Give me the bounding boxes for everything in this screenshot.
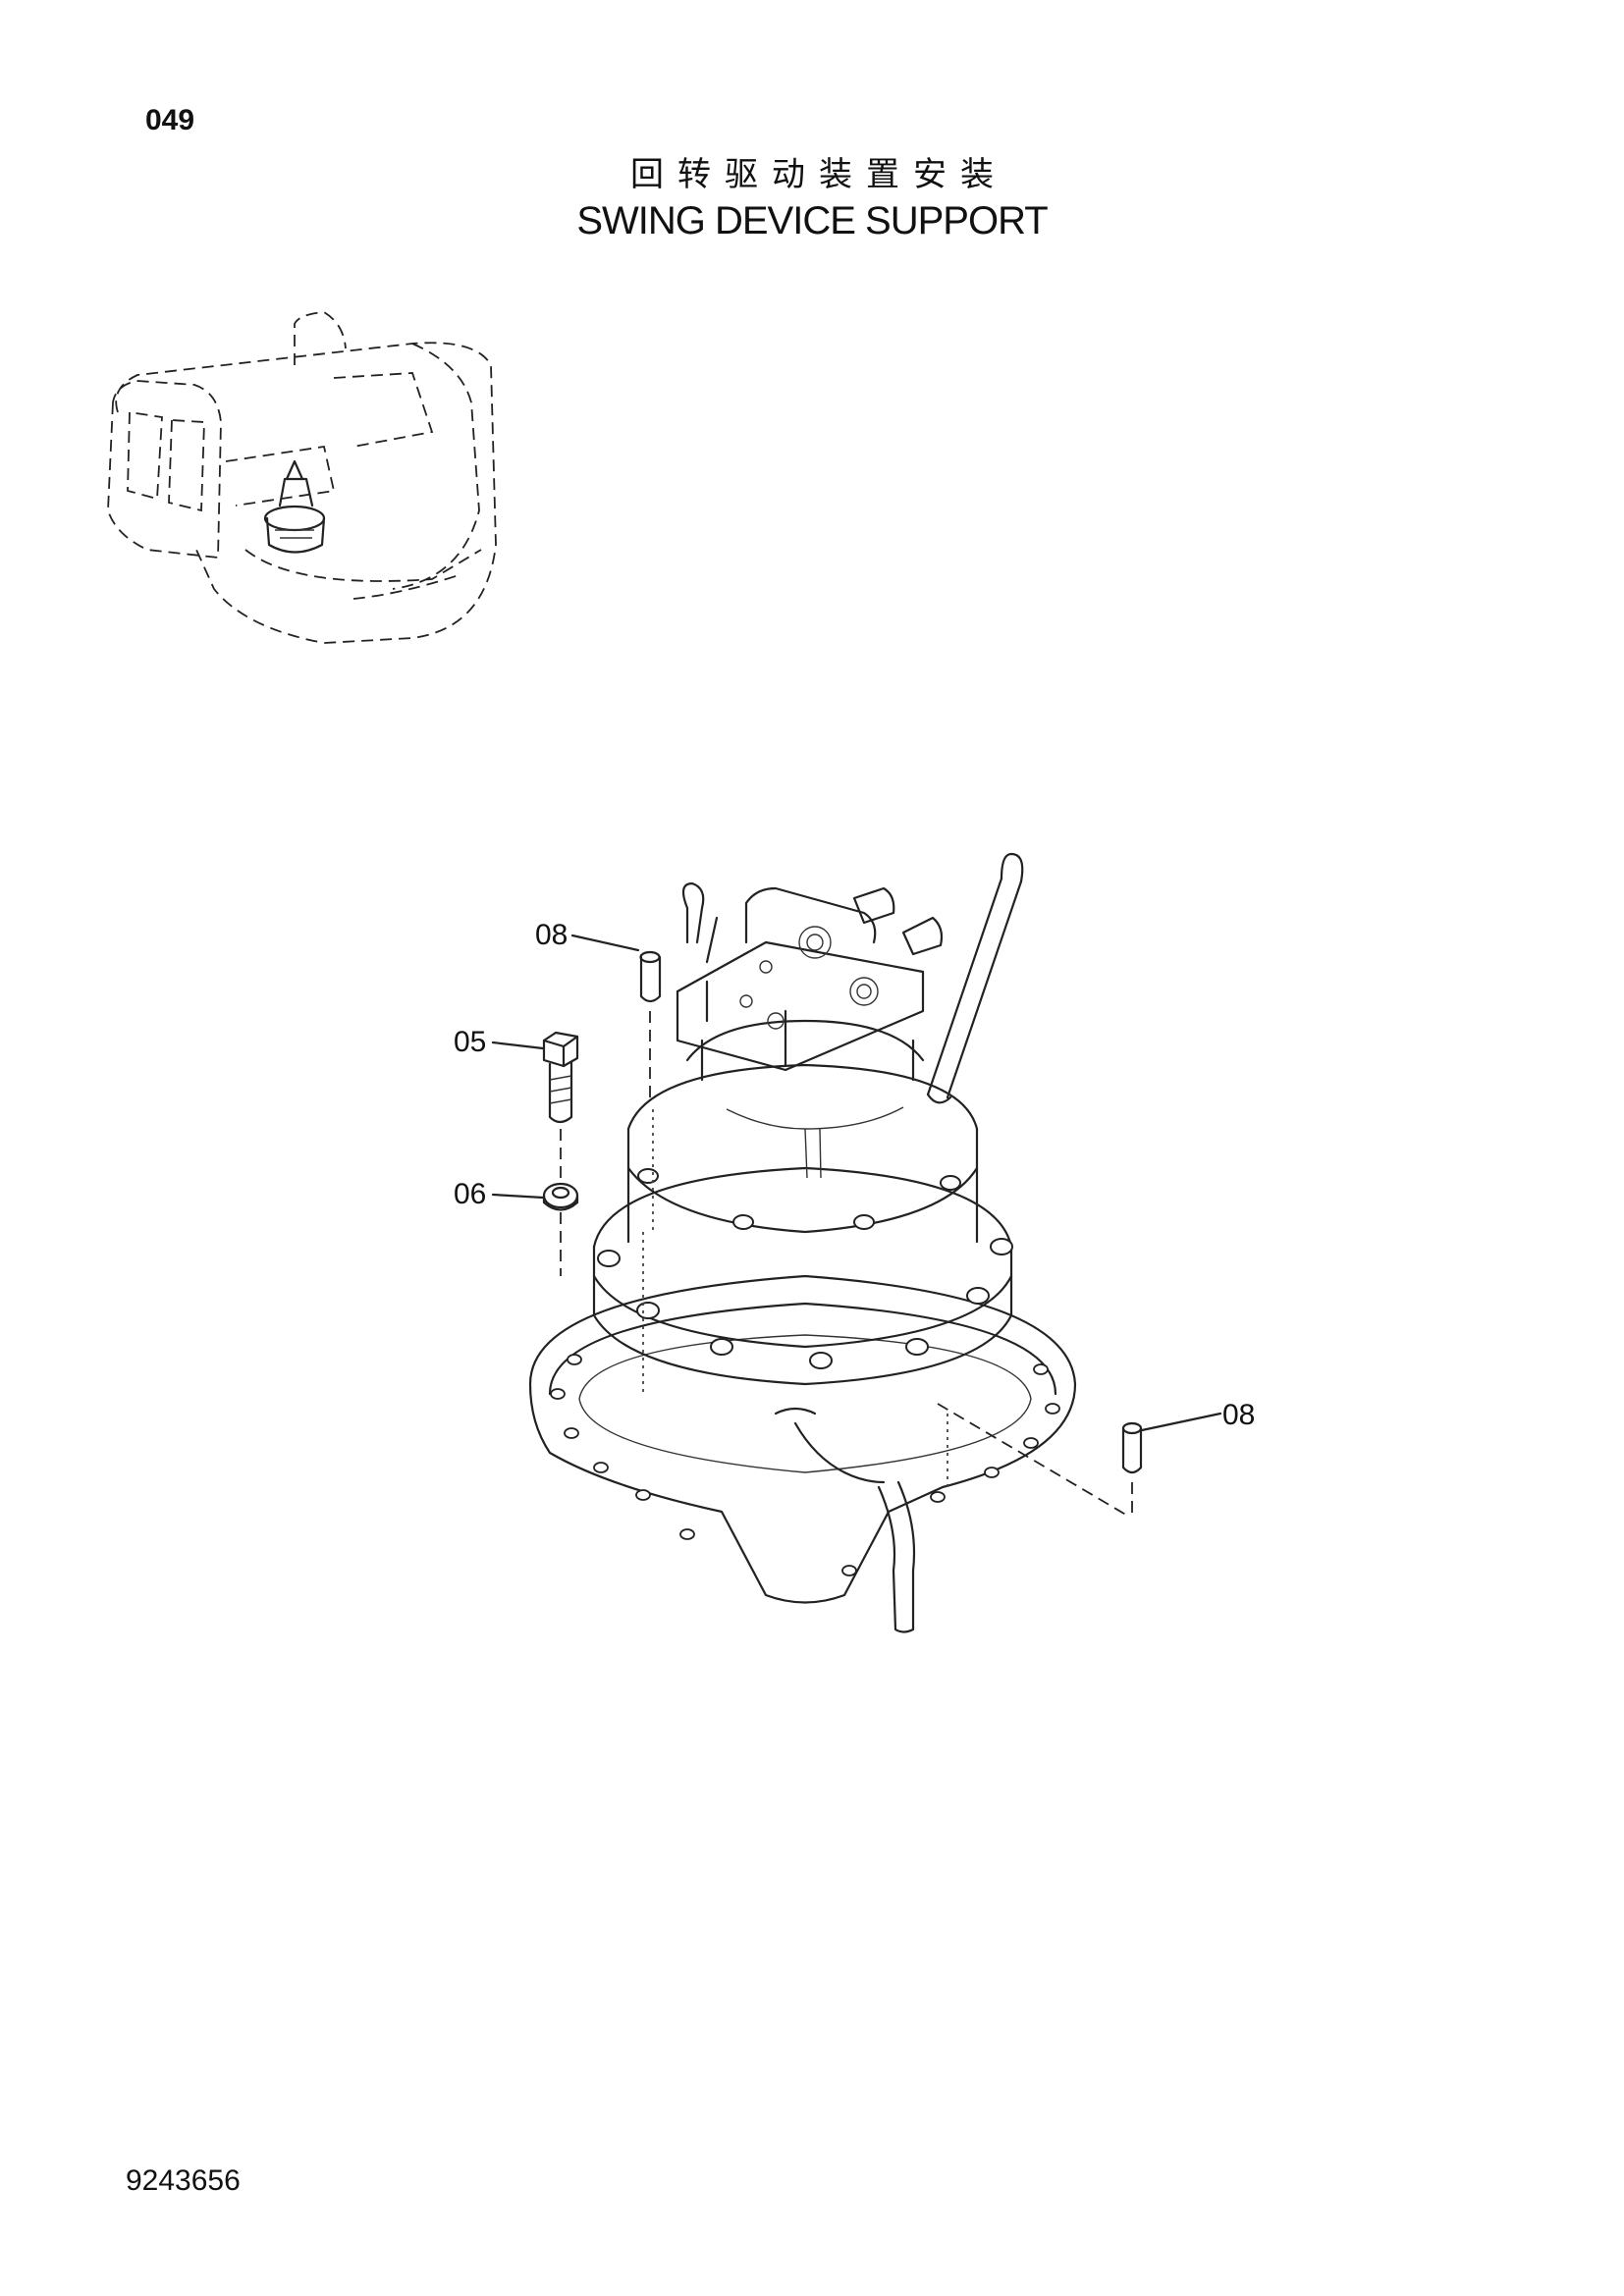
callout-05: 05 <box>454 1026 545 1058</box>
bolt-05 <box>542 1031 579 1124</box>
title-chinese: 回转驱动装置安装 <box>630 155 1007 194</box>
plug-08-top <box>639 950 662 1003</box>
assembly-lines <box>560 1011 1133 1518</box>
washer-06 <box>542 1182 579 1211</box>
callout-label: 08 <box>1222 1399 1255 1431</box>
callout-08-top: 08 <box>535 919 640 952</box>
callout-label: 08 <box>535 919 568 951</box>
plug-08-right <box>1121 1421 1143 1474</box>
callout-08-right: 08 <box>1140 1399 1255 1432</box>
swing-device-assembly <box>528 852 1077 1633</box>
document-number: 9243656 <box>126 2164 241 2197</box>
title-english: SWING DEVICE SUPPORT <box>576 199 1048 242</box>
excavator-locator-view <box>107 311 497 644</box>
callout-06: 06 <box>454 1178 545 1210</box>
page-number: 049 <box>145 104 195 136</box>
callout-label: 06 <box>454 1178 486 1210</box>
callout-label: 05 <box>454 1026 486 1058</box>
